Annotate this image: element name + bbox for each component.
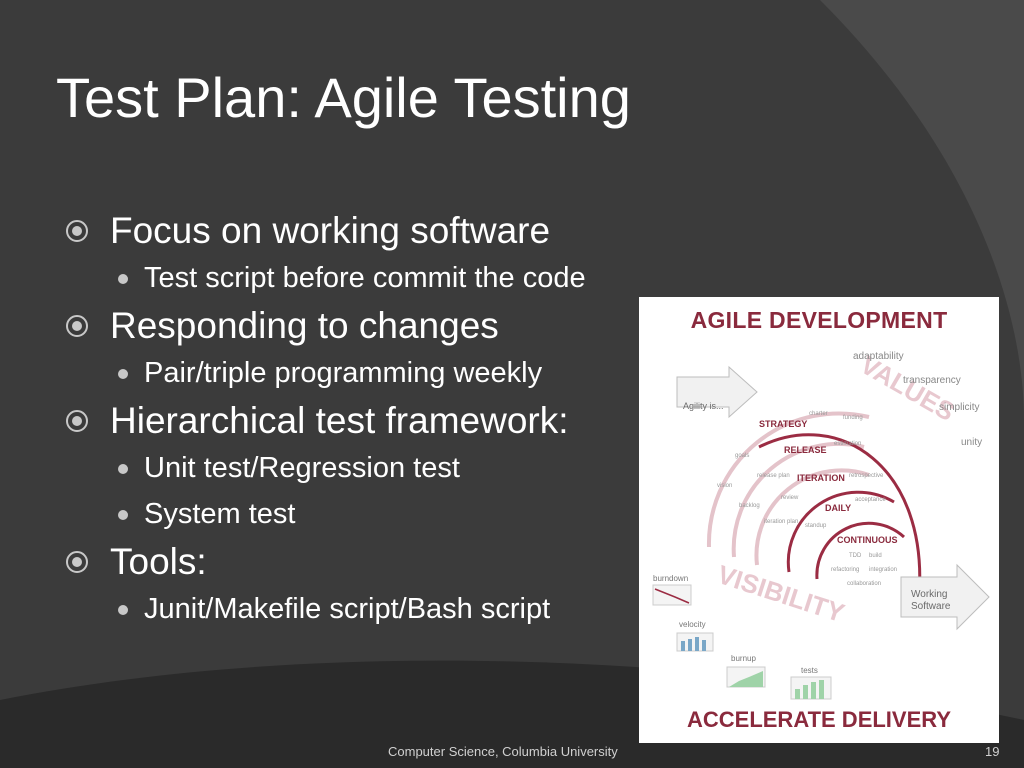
label-collaboration: collaboration bbox=[847, 581, 881, 587]
sub-bullet-text: System test bbox=[144, 498, 296, 530]
velocity-bar bbox=[695, 637, 699, 651]
label-retrospective: retrospective bbox=[849, 473, 884, 479]
slide-title: Test Plan: Agile Testing bbox=[56, 66, 631, 129]
bullet-text: Responding to changes bbox=[110, 305, 499, 346]
level-strategy: STRATEGY bbox=[759, 419, 807, 429]
sub-bullet-item: Pair/triple programming weekly bbox=[66, 350, 666, 396]
dot-bullet-icon bbox=[118, 464, 128, 474]
label-vision: vision bbox=[717, 483, 732, 489]
figure-heading-top: AGILE DEVELOPMENT bbox=[690, 307, 948, 333]
circle-bullet-icon bbox=[66, 315, 88, 337]
label-review: review bbox=[781, 495, 799, 501]
dot-bullet-icon bbox=[118, 274, 128, 284]
dot-bullet-icon bbox=[118, 605, 128, 615]
value-transparency: transparency bbox=[903, 375, 961, 386]
circle-bullet-icon bbox=[66, 410, 88, 432]
label-funding: funding bbox=[843, 415, 863, 421]
metric-tests-label: tests bbox=[801, 666, 818, 675]
label-build: build bbox=[869, 553, 882, 559]
working-software-line-1: Working bbox=[911, 589, 948, 600]
working-software-line-2: Software bbox=[911, 601, 951, 612]
bullet-list: Focus on working software Test script be… bbox=[66, 206, 666, 632]
bullet-item: Focus on working software bbox=[66, 206, 666, 255]
velocity-bar bbox=[702, 640, 706, 651]
sub-bullet-text: Test script before commit the code bbox=[144, 262, 586, 294]
metric-burndown-label: burndown bbox=[653, 574, 688, 583]
visibility-word: VISIBILITY bbox=[714, 559, 848, 628]
bullet-text: Tools: bbox=[110, 541, 207, 582]
sub-bullet-text: Unit test/Regression test bbox=[144, 452, 460, 484]
arc-iteration bbox=[754, 468, 870, 566]
tests-bar bbox=[795, 689, 800, 699]
sub-bullet-item: Unit test/Regression test bbox=[66, 445, 666, 491]
metric-velocity-label: velocity bbox=[679, 620, 706, 629]
label-integration: integration bbox=[869, 567, 897, 573]
agility-label: Agility is... bbox=[683, 401, 724, 411]
circle-bullet-icon bbox=[66, 551, 88, 573]
level-release: RELEASE bbox=[784, 445, 827, 455]
arc-release bbox=[731, 441, 865, 558]
label-backlog: backlog bbox=[739, 503, 760, 509]
figure-heading-bottom: ACCELERATE DELIVERY bbox=[686, 707, 952, 732]
arc-strategy bbox=[706, 411, 870, 548]
slide-footer: Computer Science, Columbia University bbox=[388, 744, 618, 759]
label-tdd: TDD bbox=[849, 553, 862, 559]
value-unity: unity bbox=[961, 437, 982, 448]
tests-bar bbox=[811, 682, 816, 699]
bullet-text: Focus on working software bbox=[110, 210, 551, 251]
label-iteration-plan: iteration plan bbox=[764, 519, 798, 525]
sub-bullet-text: Pair/triple programming weekly bbox=[144, 357, 543, 389]
label-estimation: estimation bbox=[834, 441, 861, 447]
sub-bullet-item: Test script before commit the code bbox=[66, 255, 666, 301]
agile-development-figure: AGILE DEVELOPMENT STRATEGY RELEASE ITERA… bbox=[639, 297, 999, 743]
dot-bullet-icon bbox=[118, 369, 128, 379]
value-simplicity: simplicity bbox=[939, 402, 980, 413]
arc-daily bbox=[786, 490, 895, 573]
circle-bullet-icon bbox=[66, 220, 88, 242]
velocity-bar bbox=[681, 641, 685, 651]
tests-bar bbox=[819, 680, 824, 699]
bullet-text: Hierarchical test framework: bbox=[110, 400, 569, 441]
burndown-line bbox=[654, 588, 690, 604]
arc-continuous bbox=[815, 521, 906, 580]
agility-arrow bbox=[676, 365, 758, 419]
burnup-area bbox=[729, 671, 763, 687]
value-adaptability: adaptability bbox=[853, 351, 904, 362]
dot-bullet-icon bbox=[118, 510, 128, 520]
bullet-item: Hierarchical test framework: bbox=[66, 396, 666, 445]
arc-outer-flow bbox=[758, 433, 922, 598]
agile-diagram: STRATEGY RELEASE ITERATION DAILY CONTINU… bbox=[652, 349, 990, 700]
label-goals: goals bbox=[735, 453, 749, 459]
bullet-item: Responding to changes bbox=[66, 301, 666, 350]
level-iteration: ITERATION bbox=[797, 473, 845, 483]
level-continuous: CONTINUOUS bbox=[837, 535, 898, 545]
metric-burnup-label: burnup bbox=[731, 654, 756, 663]
page-number: 19 bbox=[985, 744, 1000, 759]
label-acceptance: acceptance bbox=[855, 497, 886, 503]
label-charter: charter bbox=[809, 411, 828, 417]
level-daily: DAILY bbox=[825, 503, 851, 513]
tests-bar bbox=[803, 685, 808, 699]
label-release-plan: release plan bbox=[757, 473, 790, 479]
bullet-item: Tools: bbox=[66, 537, 666, 586]
sub-bullet-item: System test bbox=[66, 491, 666, 537]
working-software-arrow bbox=[900, 563, 990, 631]
velocity-bar bbox=[688, 639, 692, 651]
label-refactoring: refactoring bbox=[831, 567, 859, 573]
sub-bullet-text: Junit/Makefile script/Bash script bbox=[144, 593, 551, 625]
label-standup: standup bbox=[805, 523, 827, 529]
sub-bullet-item: Junit/Makefile script/Bash script bbox=[66, 586, 666, 632]
